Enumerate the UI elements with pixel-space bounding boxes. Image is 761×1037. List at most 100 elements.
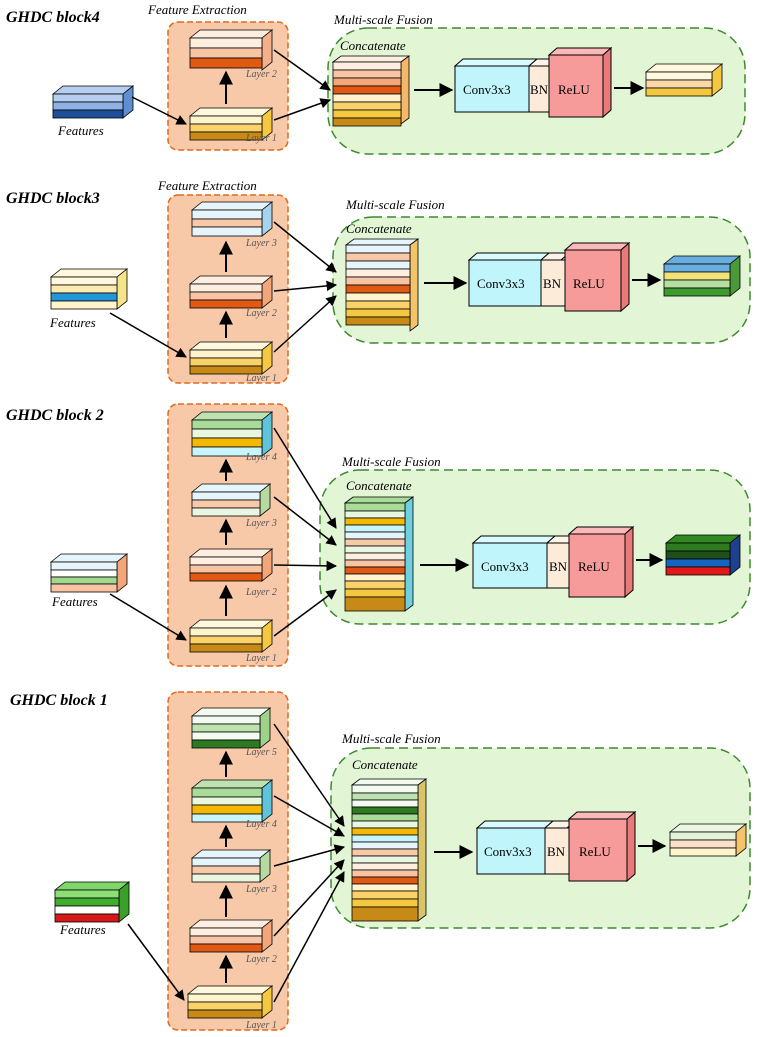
arrow — [273, 496, 337, 546]
input-features-stack — [53, 881, 131, 923]
block-title: GHDC block 2 — [6, 407, 104, 424]
arrow — [109, 312, 187, 358]
feature-extraction-panel — [167, 403, 289, 667]
relu-label: ReLU — [579, 844, 611, 859]
features-label: Features — [49, 315, 96, 330]
block-title: GHDC block3 — [6, 190, 100, 207]
relu-label: ReLU — [558, 82, 590, 97]
relu-label: ReLU — [573, 276, 605, 291]
block-2: GHDC block 2 Multi-scale Fusion Concaten… — [6, 403, 751, 667]
concatenated-stack — [344, 238, 420, 332]
block-1: GHDC block 1 Multi-scale Fusion Concaten… — [10, 691, 751, 1031]
concatenate-label: Concatenate — [346, 478, 412, 493]
arrow — [273, 859, 345, 937]
layer-label: Layer 2 — [245, 954, 277, 965]
layer-1-block — [186, 985, 274, 1019]
arrow — [273, 844, 346, 867]
features-label: Features — [51, 594, 98, 609]
features-label: Features — [57, 123, 104, 138]
layer-label: Layer 2 — [245, 587, 277, 598]
bn-label: BN — [549, 559, 568, 574]
arrow — [127, 923, 185, 1001]
layer-2-block — [188, 919, 274, 953]
layer-label: Layer 1 — [245, 373, 277, 384]
concatenate-label: Concatenate — [352, 757, 418, 772]
arrow — [273, 589, 337, 637]
concatenated-stack — [343, 496, 415, 612]
layer-label: Layer 3 — [245, 884, 277, 895]
conv3x3-label: Conv3x3 — [477, 276, 525, 291]
layer-label: Layer 3 — [245, 238, 277, 249]
multi-scale-fusion-label: Multi-scale Fusion — [341, 731, 441, 746]
output-stack — [664, 534, 742, 576]
layer-1-block — [188, 107, 274, 141]
input-features-stack — [51, 85, 135, 119]
input-features-stack — [49, 553, 129, 593]
layer-1-block — [188, 341, 274, 375]
concatenate-label: Concatenate — [346, 221, 412, 236]
multi-scale-fusion-label: Multi-scale Fusion — [333, 12, 433, 27]
concatenated-stack — [331, 55, 411, 127]
multi-scale-fusion-label: Multi-scale Fusion — [345, 197, 445, 212]
layer-label: Layer 1 — [245, 653, 277, 664]
relu-box — [567, 810, 637, 883]
conv3x3-label: Conv3x3 — [481, 559, 529, 574]
bn-label: BN — [530, 82, 549, 97]
block-4: GHDC block4 Feature Extraction Multi-sca… — [6, 2, 746, 155]
relu-label: ReLU — [578, 559, 610, 574]
layer-3-block — [190, 849, 272, 883]
arrow — [273, 98, 331, 121]
block-title: GHDC block4 — [6, 9, 100, 26]
output-stack — [644, 63, 724, 97]
layer-label: Layer 2 — [245, 308, 277, 319]
features-label: Features — [59, 922, 106, 937]
layer-2-block — [188, 548, 274, 582]
layer-label: Layer 3 — [245, 518, 277, 529]
conv3x3-box — [453, 58, 539, 113]
layer-4-block — [190, 411, 274, 457]
arrow — [273, 221, 337, 273]
relu-box — [567, 525, 635, 599]
arrow — [273, 427, 337, 529]
output-stack — [662, 255, 742, 297]
layer-label: Layer 2 — [245, 69, 277, 80]
concatenated-stack — [350, 778, 428, 922]
input-features-stack — [49, 268, 129, 310]
arrow — [131, 96, 187, 125]
block-3: GHDC block3 Feature Extraction Multi-sca… — [6, 178, 751, 384]
layer-label: Layer 5 — [245, 747, 277, 758]
conv3x3-label: Conv3x3 — [484, 844, 532, 859]
block-title: GHDC block 1 — [10, 692, 108, 709]
bn-label: BN — [543, 276, 562, 291]
layer-label: Layer 4 — [245, 452, 277, 463]
feature-extraction-label: Feature Extraction — [147, 2, 247, 17]
layer-label: Layer 4 — [245, 819, 277, 830]
layer-4-block — [190, 779, 274, 823]
layer-5-block — [190, 707, 272, 749]
relu-box — [563, 241, 631, 313]
layer-label: Layer 1 — [245, 133, 277, 144]
arrow — [273, 49, 331, 91]
arrow — [273, 295, 337, 353]
bn-box — [543, 820, 577, 875]
layer-3-block — [190, 483, 272, 517]
arrow — [109, 593, 187, 641]
multi-scale-fusion-label: Multi-scale Fusion — [341, 454, 441, 469]
layer-3-block — [190, 201, 274, 237]
arrow — [273, 795, 345, 837]
arrow — [273, 560, 338, 572]
layer-label: Layer 1 — [245, 1020, 277, 1031]
output-stack — [668, 823, 748, 857]
arrow — [273, 871, 345, 1003]
arrow — [273, 723, 345, 827]
layer-1-block — [188, 619, 274, 653]
arrow — [273, 280, 338, 292]
conv3x3-label: Conv3x3 — [463, 82, 511, 97]
relu-box — [547, 46, 613, 119]
feature-extraction-label: Feature Extraction — [157, 178, 257, 193]
layer-2-block — [188, 29, 274, 71]
concatenate-label: Concatenate — [340, 38, 406, 53]
bn-label: BN — [547, 844, 566, 859]
layer-2-block — [188, 275, 274, 309]
